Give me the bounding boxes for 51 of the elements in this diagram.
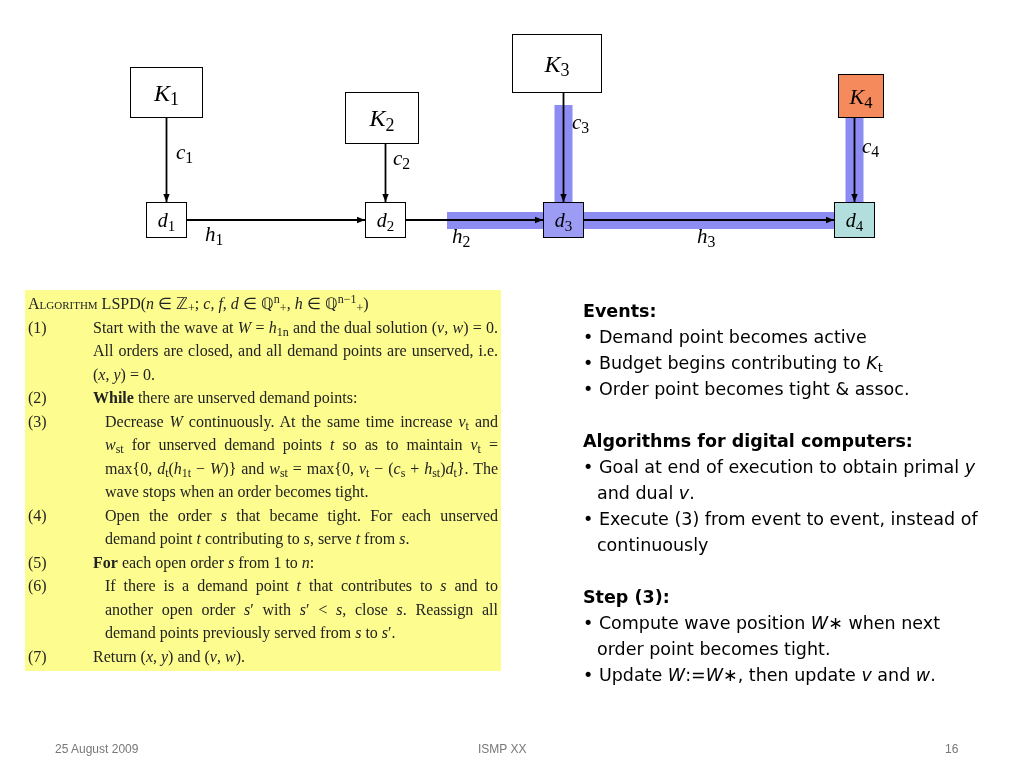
arrow [186,216,366,224]
footer-text: 16 [945,741,959,758]
step-number: (1) [28,317,48,339]
arrow [163,117,170,203]
section-heading: Events: [583,300,658,323]
bullet-text: • Budget begins contributing to K$_{t}$ [583,352,884,376]
bullet-text: • Order point becomes tight & assoc. [583,378,911,401]
edge-label: h$_{3}$ [697,226,716,247]
step-text: While there are unserved demand points: [93,388,358,409]
bullet-text: • Compute wave position W∗ when next order point becomes tight. [583,612,941,661]
step-text: For each open order s from 1 to n: [93,552,315,574]
arrow [382,143,389,203]
arrow [405,216,544,224]
demand-box: d$_{4}$ [834,202,875,238]
edge-label: h$_{1}$ [205,224,224,245]
step-number: (2) [28,388,48,409]
demand-box: d$_{2}$ [365,202,406,238]
edge-label: c$_{4}$ [862,136,880,157]
cost-box: K$_{3}$ [512,34,602,93]
algorithm-heading: Algorithm LSPD(n ∈ ℤ$_{+}$; c, f, d ∈ ℚ$^{n}$$_{+}$, h ∈ ℚ$^{n−1}$$_{+}$) [28,292,370,316]
algorithm-panel [25,290,501,671]
step-number: (7) [28,646,48,668]
section-heading: Step (3): [583,586,671,609]
demand-box: d$_{3}$ [543,202,584,238]
footer-text: ISMP XX [478,741,527,758]
edge-label: c$_{1}$ [176,142,194,163]
arrow [583,216,835,224]
demand-box: d$_{1}$ [146,202,187,238]
arrow [560,92,567,203]
step-text: Decrease W continuously. At the same time increase v$_{t}$ and w$_{st}$ for unserved demand points t so as to maintain v$_{t}$ = max{0, d$_{t}$(h$_{1t}$ − W)} and w$_{st}$ = max{0, v$_{t}$ − (c$_{s}$ + h$_{st}$)d$_{t}$}. The wave stops when an order becomes tight. [105,411,498,503]
step-number: (5) [28,552,48,574]
edge-label: c$_{2}$ [393,148,411,169]
edge-label: c$_{3}$ [572,112,590,133]
bullet-text: • Execute (3) from event to event, instead of continuously [583,508,978,557]
bullet-text: • Goal at end of execution to obtain primal y and dual v. [583,456,977,505]
section-heading: Algorithms for digital computers: [583,430,914,453]
edge-label: h$_{2}$ [452,226,471,247]
bullet-text: • Update W:=W∗, then update v and w. [583,664,937,687]
step-number: (6) [28,576,48,597]
step-text: If there is a demand point t that contributes to s and to another open order s′ with s′ < s, close s. Reassign all demand points previously served from s to s′. [105,576,498,644]
step-text: Return (x, y) and (v, w). [93,646,245,668]
cost-box: K$_{4}$ [838,74,884,118]
step-text: Open the order s that became tight. For each unserved demand point t contributing to s, serve t from s. [105,505,498,550]
step-number: (4) [28,505,48,527]
cost-box: K$_{1}$ [130,67,203,118]
arrow [851,117,858,203]
cost-box: K$_{2}$ [345,92,419,144]
step-number: (3) [28,411,48,433]
bullet-text: • Demand point becomes active [583,326,868,349]
footer-text: 25 August 2009 [55,741,139,758]
step-text: Start with the wave at W = h$_{1n}$ and the dual solution (v, w) = 0. All orders are closed, and all demand points are unserved, i.e. (x, y) = 0. [93,317,498,386]
